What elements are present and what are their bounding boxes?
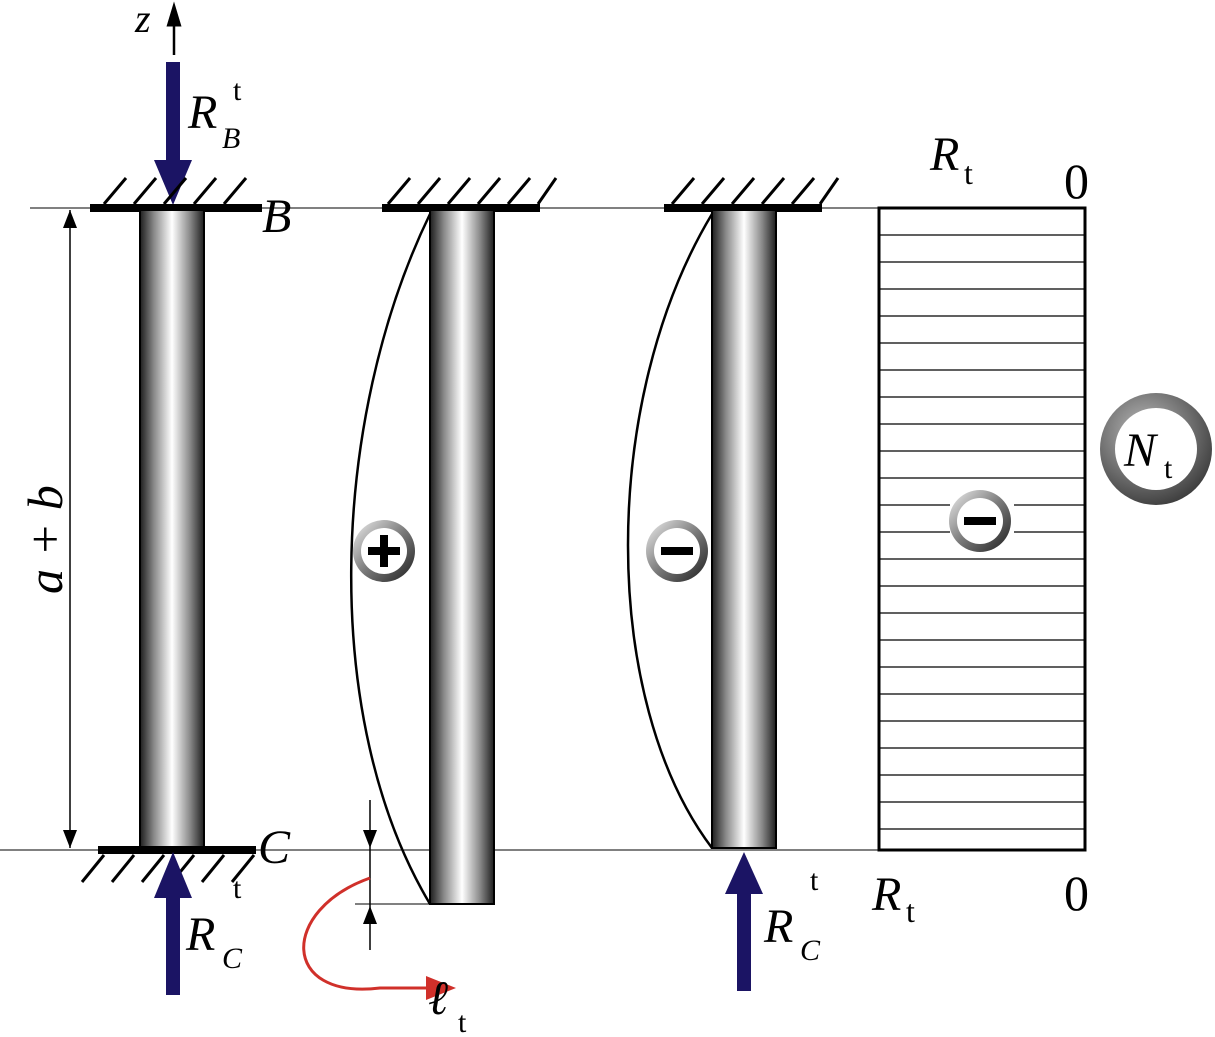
elongation-dimension (355, 800, 430, 950)
elongation-label: ℓ (428, 972, 448, 1025)
support-b (90, 177, 262, 212)
rod-2 (429, 209, 495, 905)
elongation-subscript: t (458, 1006, 467, 1037)
support-top-3 (664, 177, 840, 212)
reaction-b-label: R (187, 86, 217, 139)
reaction-c2-label: R (763, 900, 793, 953)
force-diagram-hatching (879, 234, 1085, 830)
plus-sign-badge (353, 520, 415, 582)
force-badge-subscript: t (1164, 452, 1173, 485)
reaction-c2-superscript: t (810, 864, 819, 897)
rod-1-group: z R B t B (17, 0, 291, 995)
reaction-arrow-c2 (725, 852, 763, 991)
point-c-label: C (258, 821, 291, 874)
reaction-c-superscript: t (233, 872, 242, 905)
reaction-c2-subscript: C (800, 934, 821, 967)
force-top-left-label: R (929, 128, 959, 181)
reaction-arrow-b (154, 62, 192, 205)
force-top-right-label: 0 (1064, 153, 1089, 209)
rod-1 (139, 209, 205, 849)
reaction-b-subscript: B (222, 122, 240, 155)
rod-2-group: ℓ t (302, 177, 558, 1037)
force-top-left-subscript: t (964, 155, 973, 191)
force-diagram: R t 0 R t 0 N t (871, 128, 1212, 929)
point-b-label: B (262, 190, 291, 243)
minus-sign-badge-1 (646, 520, 708, 582)
reaction-arrow-c (154, 852, 192, 995)
rod-3-group: R C t (626, 177, 840, 991)
z-axis-label: z (134, 0, 151, 41)
dimension-label: a + b (17, 485, 73, 594)
support-top-2 (382, 177, 558, 212)
elongation-pointer (302, 876, 456, 1000)
displacement-curve-plus (350, 213, 432, 905)
displacement-curve-minus (626, 213, 714, 849)
minus-sign-badge-2 (949, 490, 1014, 552)
force-badge-label: N (1123, 424, 1159, 477)
reaction-c-subscript: C (222, 942, 243, 975)
force-diagram-badge (1100, 393, 1212, 505)
rod-3 (711, 209, 777, 849)
force-bottom-left-label: R (871, 868, 901, 921)
force-bottom-left-subscript: t (906, 893, 915, 929)
dimension-line (63, 210, 77, 848)
reaction-b-superscript: t (233, 74, 242, 107)
reaction-c-label: R (185, 908, 215, 961)
force-bottom-right-label: 0 (1064, 865, 1089, 921)
